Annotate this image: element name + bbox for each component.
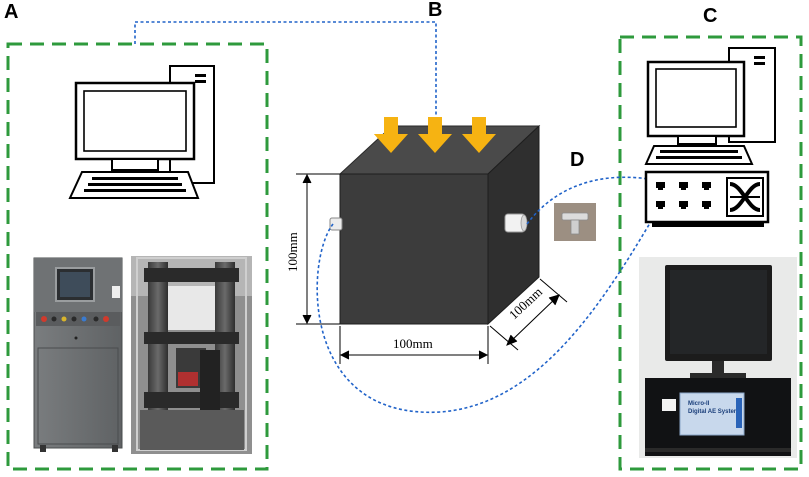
computer-icon [68,65,215,199]
ae-system-name: Micro-II [688,401,710,407]
panel-d-letter: D [570,149,584,171]
dimension-depth [489,278,568,351]
panel-b-letter: B [428,0,442,21]
height-label: 100mm [285,232,300,272]
dimension-height [296,173,340,325]
control-cable [134,21,437,118]
ae-system-subtitle: Digital AE System [688,409,739,415]
panel-a-letter: A [4,1,18,23]
loading-machine-photo [131,256,252,454]
sensor-right [504,213,528,233]
load-arrow-overlay [374,117,496,153]
acoustic-sensor-icon [554,203,596,241]
ae-acquisition-unit-icon [644,170,770,227]
sensor-cable-right [526,176,656,225]
sensor-cable-left [316,205,661,413]
ae-system-photo: Micro-II Digital AE System [639,257,797,458]
control-cabinet-photo [25,256,127,454]
width-label: 100mm [393,336,433,351]
computer-icon [644,47,776,165]
panel-a-border [6,42,269,471]
cube-specimen [338,124,541,326]
sensor-left [329,217,343,231]
panel-c-letter: C [703,5,717,27]
panel-c-border [618,35,803,471]
dimension-width [339,326,489,364]
